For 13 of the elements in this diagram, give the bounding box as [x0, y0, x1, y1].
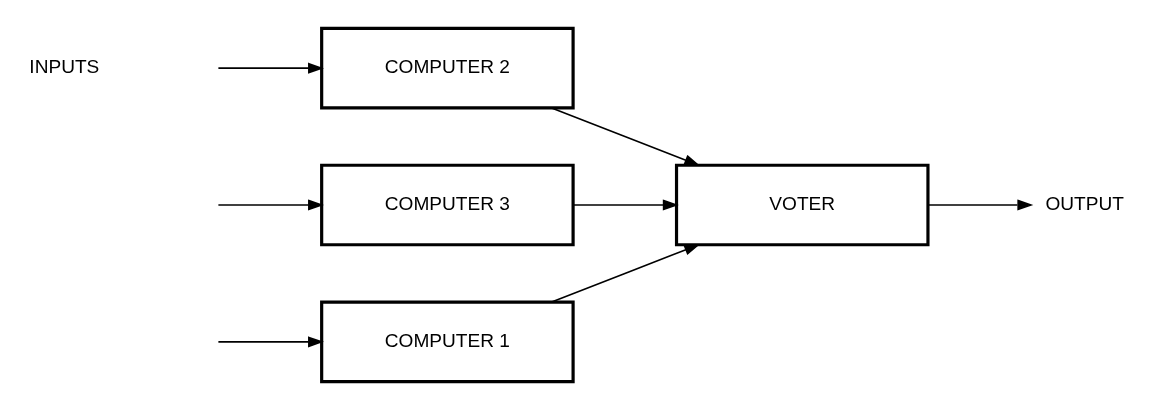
arrow — [550, 107, 701, 166]
arrow — [217, 199, 324, 211]
arrow — [550, 244, 701, 303]
node-text: OUTPUT — [1045, 192, 1124, 214]
node-box: COMPUTER 3 — [320, 163, 575, 247]
node-box: COMPUTER 2 — [320, 26, 575, 110]
arrow — [927, 199, 1034, 211]
arrow — [572, 199, 679, 211]
arrow — [217, 62, 324, 74]
node-box: COMPUTER 1 — [320, 300, 575, 384]
label: INPUTS — [29, 56, 100, 78]
node-box: VOTER — [674, 163, 930, 247]
arrow — [217, 336, 324, 348]
